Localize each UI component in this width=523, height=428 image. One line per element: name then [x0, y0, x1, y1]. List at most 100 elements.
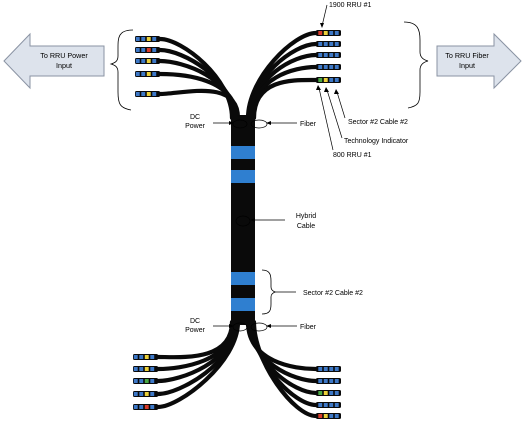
connector-color-band [329, 379, 334, 383]
connector-color-band [141, 37, 146, 41]
connector-color-band [141, 59, 146, 63]
fiber-bottom-label: Fiber [300, 324, 317, 331]
connector-color-band [334, 78, 339, 82]
cable-lead [251, 77, 319, 121]
cable-connector [316, 52, 341, 58]
connector-color-band [329, 414, 334, 418]
sector-cable-bracket [261, 269, 276, 315]
cable-lead [248, 52, 319, 121]
rru-800-label: 800 RRU #1 [333, 152, 372, 159]
right-brace [403, 21, 429, 109]
fiber-marker-bottom [250, 322, 268, 332]
connector-color-band [323, 403, 328, 407]
connector-color-band [329, 42, 334, 46]
connector-color-band [318, 65, 323, 69]
connector-color-band [146, 59, 151, 63]
cable-connector [133, 378, 158, 384]
connector-color-band [141, 48, 146, 52]
connector-color-band [146, 72, 151, 76]
fiber-marker-top [250, 119, 268, 129]
connector-color-band [318, 414, 323, 418]
connector-body [316, 41, 341, 47]
connector-color-band [329, 53, 334, 57]
connector-color-band [150, 355, 155, 359]
connector-color-band [318, 403, 323, 407]
connector-color-band [318, 42, 323, 46]
cable-connector [135, 47, 160, 53]
blue-band [231, 298, 255, 311]
sector-cable-mid-label: Sector #2 Cable #2 [303, 290, 363, 297]
technology-indicator-label: Technology Indicator [344, 138, 409, 145]
connector-color-band [139, 379, 144, 383]
connector-color-band [318, 31, 323, 35]
connector-color-band [329, 65, 334, 69]
connector-color-band [146, 48, 151, 52]
connector-color-band [133, 405, 138, 409]
dc-power-top-label-line1: DC [190, 114, 200, 121]
connector-color-band [135, 59, 140, 63]
connector-color-band [152, 37, 157, 41]
cable-connector [133, 354, 158, 360]
connector-body [316, 390, 341, 396]
connector-color-band [139, 392, 144, 396]
connector-color-band [323, 31, 328, 35]
connector-color-band [334, 42, 339, 46]
connector-color-band [135, 92, 140, 96]
dc-power-top-label-line2: Power [185, 123, 206, 130]
cable-connector [316, 30, 341, 36]
connector-color-band [318, 78, 323, 82]
bottom-left-cable-fan [133, 319, 241, 410]
connector-color-band [146, 92, 151, 96]
cable-connector [316, 41, 341, 47]
connector-color-band [323, 379, 328, 383]
connector-color-band [318, 367, 323, 371]
connector-color-band [334, 391, 339, 395]
connector-color-band [144, 367, 149, 371]
left-arrow-label-line2: Input [56, 61, 72, 70]
cable-connector [316, 390, 341, 396]
cable-connector [135, 36, 160, 42]
top-left-cable-fan [135, 36, 241, 121]
cable-connector [133, 404, 158, 410]
connector-color-band [150, 367, 155, 371]
connector-body [316, 52, 341, 58]
cable-connector [133, 391, 158, 397]
hybrid-cable-label-line2: Cable [297, 223, 315, 230]
connector-color-band [323, 414, 328, 418]
connector-color-band [139, 367, 144, 371]
connector-color-band [146, 37, 151, 41]
connector-body [316, 378, 341, 384]
connector-body [316, 64, 341, 70]
connector-color-band [135, 37, 140, 41]
cable-connector [316, 64, 341, 70]
connector-color-band [144, 379, 149, 383]
connector-body [316, 413, 341, 419]
connector-color-band [152, 59, 157, 63]
top-right-cable-fan [245, 30, 341, 121]
dc-power-bottom-label-line1: DC [190, 318, 200, 325]
connector-color-band [318, 379, 323, 383]
connector-body [316, 77, 341, 83]
connector-color-band [152, 92, 157, 96]
connector-color-band [323, 391, 328, 395]
connector-body [316, 366, 341, 372]
connector-color-band [323, 65, 328, 69]
dc-power-marker-bottom [232, 322, 248, 332]
cable-connector [316, 77, 341, 83]
connector-color-band [150, 392, 155, 396]
connector-color-band [323, 42, 328, 46]
to-rru-power-input-arrow: To RRU Power Input [3, 32, 105, 90]
bottom-right-cable-fan [245, 319, 341, 419]
cable-connector [133, 366, 158, 372]
connector-color-band [329, 367, 334, 371]
connector-color-band [144, 392, 149, 396]
connector-color-band [334, 403, 339, 407]
connector-color-band [135, 48, 140, 52]
connector-color-band [329, 391, 334, 395]
connector-color-band [323, 367, 328, 371]
connector-color-band [150, 379, 155, 383]
rru-1900-label: 1900 RRU #1 [329, 2, 372, 9]
connector-color-band [318, 53, 323, 57]
